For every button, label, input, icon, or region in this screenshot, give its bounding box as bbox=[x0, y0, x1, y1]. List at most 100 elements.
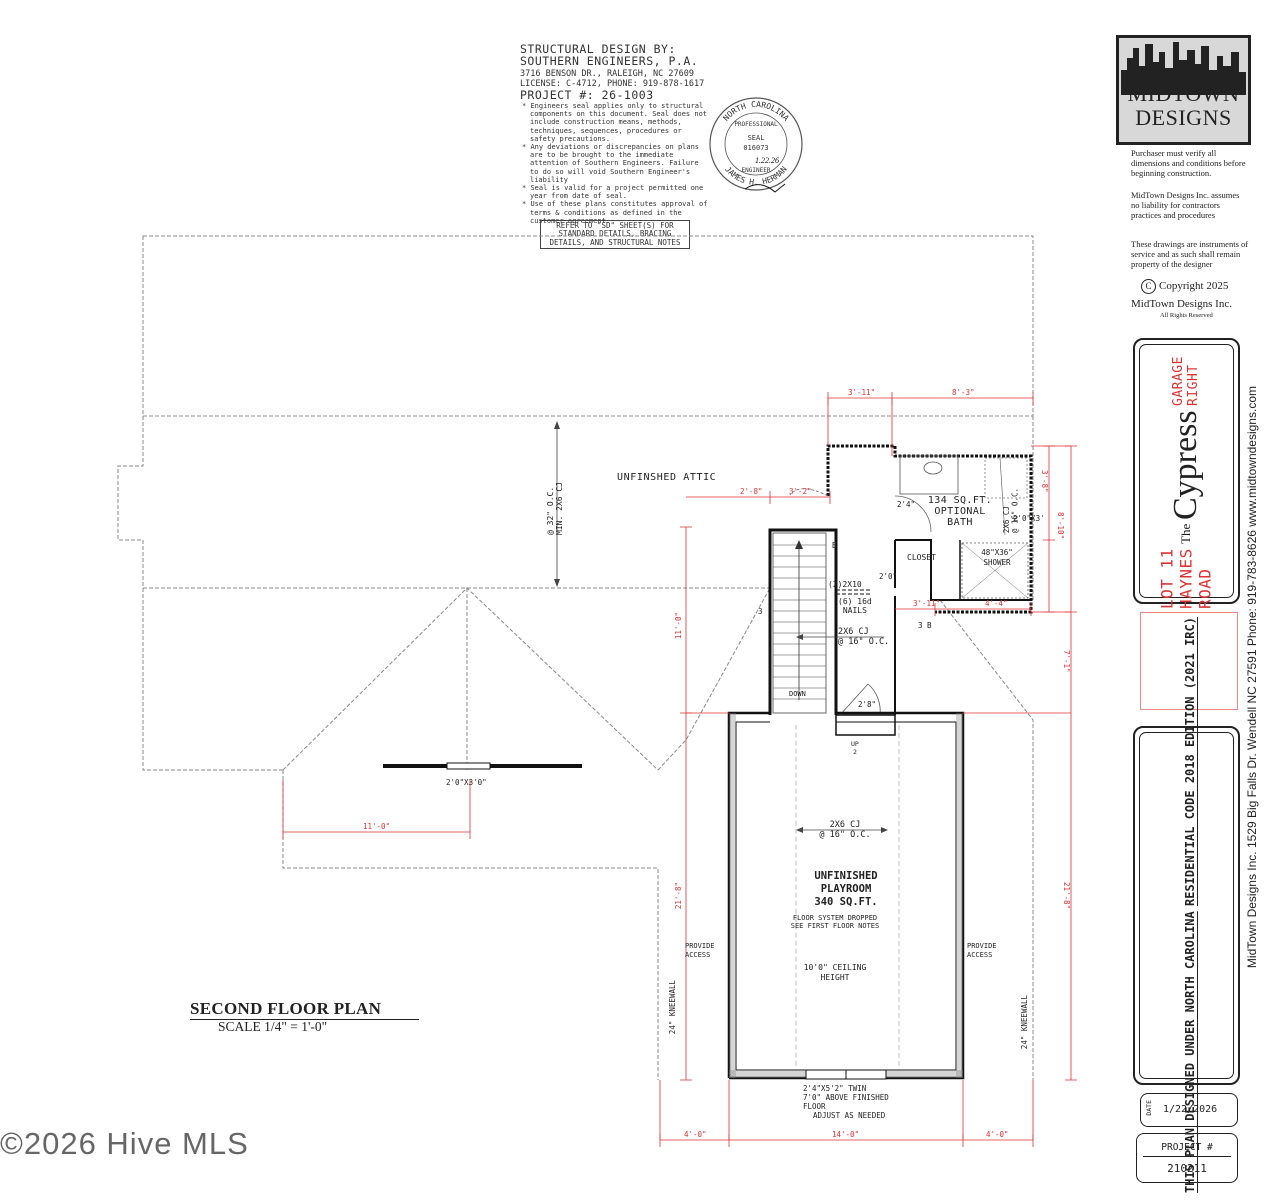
sink-icon bbox=[923, 461, 943, 475]
garage-label: GARAGE RIGHT bbox=[1171, 356, 1201, 407]
shower-label: 48"X36"SHOWER bbox=[981, 548, 1013, 567]
seal-number: 016073 bbox=[743, 144, 768, 152]
seal-date: 1.22.26 bbox=[755, 156, 779, 165]
dormer-window-size: 2'0"X3'0" bbox=[446, 778, 487, 787]
cj-note: 2X6 CJ@ 16" O.C. bbox=[838, 627, 890, 647]
dim-11-0: 11'-0" bbox=[674, 612, 683, 640]
code-statement: THIS PLAN DESIGNED UNDER NORTH CAROLINA … bbox=[1160, 617, 1220, 1194]
engineer-notes-list: * Engineers seal applies only to structu… bbox=[520, 102, 708, 225]
engineer-address: 3716 BENSON DR., RALEIGH, NC 27609 bbox=[520, 69, 694, 79]
skyline-icon bbox=[1121, 42, 1246, 95]
company-name: MidTown Designs Inc. bbox=[1131, 298, 1232, 310]
project-box: PROJECT # 210211 bbox=[1136, 1133, 1238, 1183]
header-note: (2)2X10 bbox=[828, 580, 862, 589]
bath-window-size: 2'0"X3' bbox=[1013, 514, 1045, 523]
engineer-note-1: * Engineers seal applies only to structu… bbox=[522, 102, 708, 143]
plan-scale: SCALE 1/4" = 1'-0" bbox=[218, 1019, 328, 1034]
engineer-note-2: * Any deviations or discrepancies on pla… bbox=[522, 143, 700, 184]
second-floor-plan-drawing bbox=[117, 235, 1077, 1147]
bath-door-swing bbox=[894, 495, 932, 533]
dim-2-4: 2'4" bbox=[897, 500, 916, 509]
dim-2-0: 2'0" bbox=[879, 572, 898, 581]
lot-label: LOT 11 HAYNES ROAD bbox=[1157, 547, 1215, 609]
engineer-heading-1: STRUCTURAL DESIGN BY: bbox=[520, 42, 676, 56]
rights-reserved: All Rights Reserved bbox=[1160, 312, 1213, 319]
contact-strip: MidTown Designs Inc. 1529 Big Falls Dr. … bbox=[1242, 340, 1262, 1015]
logo-line-1: MIDTOWN bbox=[1127, 81, 1240, 106]
engineer-heading-2: SOUTHERN ENGINEERS, P.A. bbox=[520, 54, 699, 68]
midtown-logo: MIDTOWN DESIGNS bbox=[1116, 35, 1251, 145]
stair-down-label: DOWN bbox=[789, 690, 806, 698]
dim-bottom-a: 4'-0" bbox=[684, 1130, 707, 1139]
engineer-license: LICENSE: C-4712, PHONE: 919-878-1617 bbox=[520, 79, 705, 89]
rafter-note: @ 32" O.C.MIN. 2X6 CJ bbox=[546, 482, 564, 535]
engineer-seal: NORTH CAROLINA JAMES H. HERMAN PROFESSIO… bbox=[709, 97, 803, 193]
shower-outline bbox=[961, 542, 1029, 599]
seal-professional: PROFESSIONAL bbox=[734, 121, 778, 128]
dim-bottom-b: 14'-0" bbox=[832, 1130, 860, 1139]
dim-7-1: 7'-1" bbox=[1062, 650, 1071, 673]
code-box bbox=[1133, 726, 1240, 1085]
verify-note: Purchaser must verify all dimensions and… bbox=[1131, 148, 1246, 178]
logo-line-2: DESIGNS bbox=[1135, 105, 1232, 130]
dim-11-0-dormer: 11'-0" bbox=[363, 822, 391, 831]
watermark: ©2026 Hive MLS bbox=[0, 1126, 249, 1161]
dim-top-a: 3'-11" bbox=[848, 388, 876, 397]
dormer-wall bbox=[383, 762, 582, 770]
playroom-cj-arrow bbox=[796, 827, 888, 833]
engineer-note-3: * Seal is valid for a project permitted … bbox=[522, 184, 704, 201]
playroom-cj-note: 2X6 CJ@ 16" O.C. bbox=[819, 820, 871, 840]
seal-signature-icon bbox=[744, 183, 786, 193]
mark-b: B bbox=[832, 541, 837, 550]
date-label: DATE bbox=[1145, 1100, 1153, 1116]
attic-door bbox=[835, 683, 896, 736]
engineer-project: PROJECT #: 26-1003 bbox=[520, 88, 654, 102]
copyright-icon: C bbox=[1141, 279, 1156, 294]
seal-engineer: ENGINEER bbox=[742, 167, 771, 174]
stairs bbox=[768, 528, 838, 715]
plan-name-stack: LOT 11 HAYNES ROAD The Cypress GARAGE RI… bbox=[1146, 356, 1226, 609]
dimension-lines bbox=[282, 392, 1077, 1147]
dim-21-8-right: 21'-8" bbox=[1062, 882, 1071, 910]
dim-3-2: 3'-2" bbox=[789, 487, 812, 496]
dim-3-8: 3'-8" bbox=[1040, 470, 1049, 493]
rafter-arrow bbox=[554, 421, 560, 587]
refer-note: REFER TO "SD" SHEET(S) FOR STANDARD DETA… bbox=[540, 220, 690, 250]
contact-info: MidTown Designs Inc. 1529 Big Falls Dr. … bbox=[1245, 386, 1259, 969]
dim-21-8-left: 21'-8" bbox=[674, 882, 683, 910]
dim-top-b: 8'-3" bbox=[952, 388, 975, 397]
plan-title: SECOND FLOOR PLAN bbox=[190, 999, 420, 1020]
project-number: 210211 bbox=[1167, 1162, 1207, 1175]
bath-cj-note: 2X6 CJ@ 16" O.C. bbox=[1002, 488, 1020, 534]
liability-note: MidTown Designs Inc. assumes no liabilit… bbox=[1131, 190, 1240, 220]
blank-stamp-box bbox=[1140, 612, 1238, 710]
kneewall-right: 24" KNEEWALL bbox=[1020, 995, 1029, 1050]
plan-name: The Cypress bbox=[1167, 410, 1204, 544]
instruments-note: These drawings are instruments of servic… bbox=[1131, 239, 1249, 269]
dim-bottom-c: 4'-0" bbox=[986, 1130, 1009, 1139]
attic-door-size: 2'8" bbox=[858, 700, 877, 709]
project-label: PROJECT # bbox=[1161, 1142, 1213, 1153]
vanity-counter bbox=[899, 455, 959, 495]
date-box: DATE 1/22/2026 bbox=[1140, 1093, 1238, 1127]
plan-name-box bbox=[1133, 338, 1240, 604]
toilet-area bbox=[984, 457, 1028, 499]
dim-4-4: 4'-4" bbox=[985, 599, 1008, 608]
cj-arrow bbox=[796, 634, 884, 640]
attic-label: UNFINSHED ATTIC bbox=[617, 472, 717, 483]
seal-label: SEAL bbox=[748, 134, 765, 142]
stair-treads bbox=[773, 544, 826, 700]
mark-3-b: 3 B bbox=[918, 621, 932, 630]
mark-3: 3 bbox=[758, 607, 763, 616]
date-value: 1/22/2026 bbox=[1163, 1104, 1218, 1115]
closet-label: CLOSET bbox=[907, 553, 936, 562]
